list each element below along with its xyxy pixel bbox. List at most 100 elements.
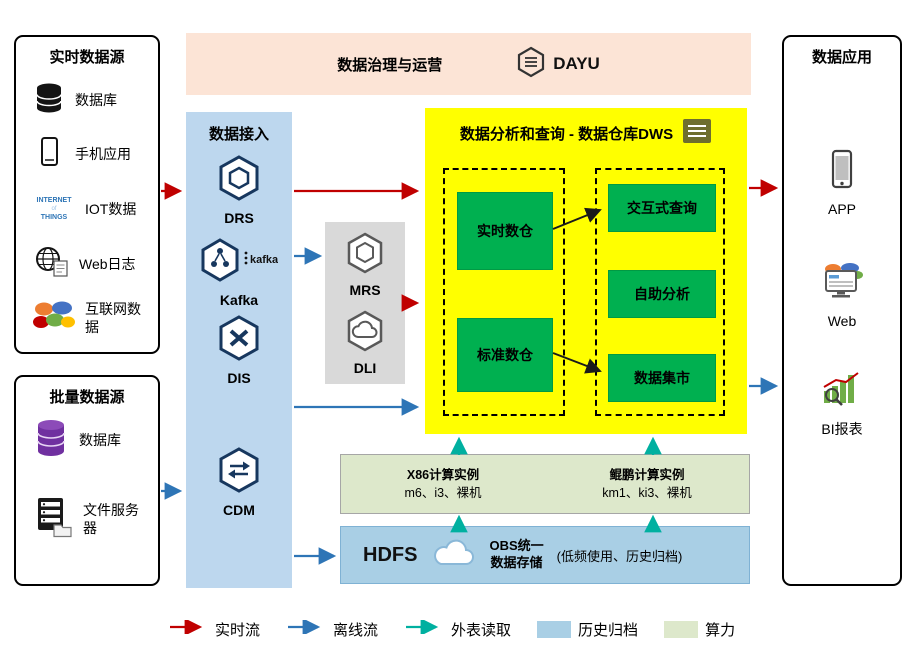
dis-icon: [216, 314, 262, 367]
drs-icon: [216, 154, 262, 207]
svg-text:kafka: kafka: [250, 254, 278, 266]
hdfs-label: HDFS: [363, 543, 418, 566]
file-server-icon: [32, 495, 74, 544]
governance-banner: 数据治理与运营 DAYU: [186, 33, 751, 95]
kafka-icon: kafka: [200, 238, 279, 289]
source-label: 手机应用: [75, 145, 131, 162]
kunpeng-title: 鲲鹏计算实例: [609, 467, 685, 482]
cdm-icon: [216, 446, 262, 499]
archive-swatch: [537, 620, 572, 638]
compute-panel: X86计算实例 m6、i3、裸机 鲲鹏计算实例 km1、ki3、裸机: [340, 454, 750, 514]
legend-realtime-flow: 实时流: [168, 617, 261, 640]
obs-label: OBS统一 数据存储: [489, 538, 543, 572]
svg-text:of: of: [51, 206, 56, 212]
legend-label: 外表读取: [451, 621, 512, 639]
source-label: Web日志: [79, 255, 136, 272]
processing-panel: MRS DLI: [325, 222, 405, 384]
x86-models: m6、i3、裸机: [404, 486, 482, 500]
ingestion-panel: 数据接入 DRS kafka Kafka DIS CDM: [186, 112, 292, 588]
legend-external-read: 外表读取: [404, 617, 512, 640]
source-internet-data: 互联网数据: [32, 299, 154, 338]
database-icon: [32, 81, 66, 120]
dayu-wordmark: DAYU: [553, 54, 600, 73]
legend: 实时流 离线流 外表读取 历史归档 算力: [168, 614, 735, 644]
x86-compute-section: X86计算实例 m6、i3、裸机: [341, 455, 545, 513]
source-iot: INTERNET of THINGS IOT数据: [32, 190, 154, 229]
realtime-sources-title: 实时数据源: [49, 49, 125, 66]
legend-label: 历史归档: [578, 621, 639, 639]
batch-sources-title: 批量数据源: [49, 389, 125, 406]
kunpeng-compute-section: 鲲鹏计算实例 km1、ki3、裸机: [545, 455, 749, 513]
iot-icon: INTERNET of THINGS: [32, 190, 76, 229]
obs-cloud-icon: [430, 537, 476, 574]
warehouse-group: 实时数仓 标准数仓: [443, 168, 565, 416]
source-label: 文件服务器: [83, 502, 139, 536]
source-label: 数据库: [79, 431, 121, 448]
storage-note: (低频使用、历史归档): [556, 548, 683, 564]
self-service-analysis-box: 自助分析: [608, 270, 716, 318]
ingestion-title: 数据接入: [208, 126, 269, 143]
source-web-log: Web日志: [32, 245, 154, 284]
governance-title: 数据治理与运营: [337, 56, 443, 74]
service-label: Kafka: [219, 292, 259, 308]
blue-arrow-icon: [286, 617, 326, 639]
dli-icon: [345, 310, 385, 357]
service-label: DRS: [224, 210, 254, 226]
dws-title: 数据分析和查询 - 数据仓库DWS: [459, 125, 674, 143]
obs-line1: OBS统一: [489, 538, 544, 554]
x86-title: X86计算实例: [406, 467, 480, 482]
app-item-bi-report: BI报表: [784, 369, 900, 439]
globe-log-icon: [32, 245, 70, 284]
service-cdm: CDM: [186, 446, 292, 518]
legend-label: 算力: [705, 621, 736, 639]
bi-chart-icon: [819, 369, 865, 414]
legend-label: 实时流: [215, 621, 261, 639]
storage-panel: HDFS OBS统一 数据存储 (低频使用、历史归档): [340, 526, 750, 584]
legend-compute-power: 算力: [664, 619, 735, 640]
svg-text:INTERNET: INTERNET: [37, 197, 73, 204]
legend-offline-flow: 离线流: [286, 617, 379, 640]
app-item-app: APP: [784, 149, 900, 217]
analysis-group: 交互式查询 自助分析 数据集市: [595, 168, 725, 416]
source-label: 数据库: [75, 91, 117, 108]
web-monitor-icon: [819, 263, 865, 308]
legend-label: 离线流: [333, 621, 379, 639]
source-file-server: 文件服务器: [32, 495, 154, 544]
dayu-logo: DAYU: [516, 46, 600, 83]
mrs-icon: [345, 232, 385, 279]
service-label: DIS: [227, 370, 251, 386]
standard-warehouse-box: 标准数仓: [457, 318, 553, 392]
svg-text:THINGS: THINGS: [41, 214, 68, 221]
interactive-query-box: 交互式查询: [608, 184, 716, 232]
kunpeng-models: km1、ki3、裸机: [602, 486, 692, 500]
internet-bubbles-icon: [32, 299, 76, 338]
dws-title-row: 数据分析和查询 - 数据仓库DWS: [425, 108, 747, 148]
service-mrs: MRS: [325, 232, 405, 298]
dws-panel: 数据分析和查询 - 数据仓库DWS 实时数仓 标准数仓 交互式查询 自助分析 数…: [425, 108, 747, 434]
source-mobile-app: 手机应用: [32, 135, 154, 174]
red-arrow-icon: [168, 617, 208, 639]
legend-archive: 历史归档: [537, 619, 638, 640]
service-kafka: kafka Kafka: [186, 238, 292, 308]
app-phone-icon: [825, 149, 859, 196]
service-dis: DIS: [186, 314, 292, 386]
source-database: 数据库: [32, 81, 154, 120]
app-label: BI报表: [821, 421, 863, 437]
applications-panel: 数据应用 APP Web BI报表: [782, 35, 902, 586]
source-batch-database: 数据库: [32, 417, 154, 464]
service-dli: DLI: [325, 310, 405, 376]
service-drs: DRS: [186, 154, 292, 226]
service-label: MRS: [349, 282, 381, 298]
source-label: IOT数据: [85, 200, 137, 217]
service-label: DLI: [353, 360, 377, 376]
data-mart-box: 数据集市: [608, 354, 716, 402]
app-label: APP: [827, 201, 856, 217]
teal-arrow-icon: [404, 617, 444, 639]
phone-icon: [32, 135, 66, 174]
realtime-sources-panel: 实时数据源 数据库 手机应用 INTERNET of THINGS IOT数据: [14, 35, 160, 354]
applications-title: 数据应用: [811, 49, 872, 66]
obs-line2: 数据存储: [490, 555, 543, 570]
app-item-web: Web: [784, 263, 900, 329]
compute-swatch: [664, 620, 699, 638]
